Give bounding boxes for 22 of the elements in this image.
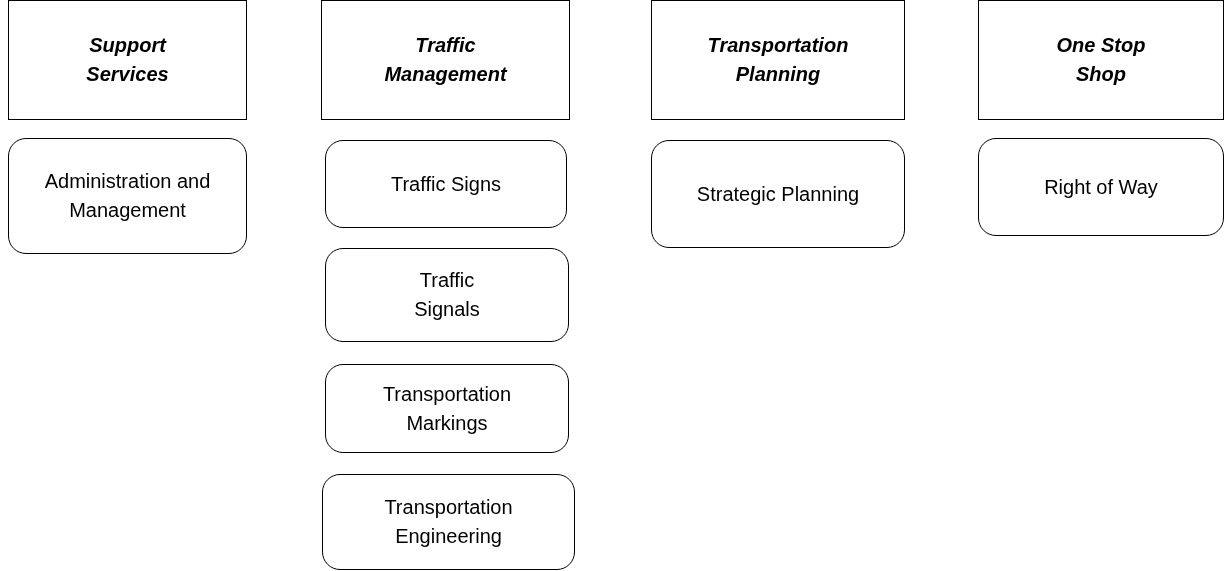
section-header-box bbox=[8, 0, 247, 120]
unit-box bbox=[325, 140, 567, 228]
section-header-box bbox=[651, 0, 905, 120]
unit-box bbox=[325, 248, 569, 342]
unit-name: Transportation Engineering bbox=[383, 495, 514, 549]
unit-name: Traffic Signals bbox=[413, 268, 481, 322]
section-title: Transportation Planning bbox=[706, 33, 850, 87]
unit-box bbox=[651, 140, 905, 248]
unit-box bbox=[322, 474, 575, 570]
unit-box bbox=[8, 138, 247, 254]
unit-box bbox=[325, 364, 569, 453]
section-title: Support Services bbox=[85, 33, 170, 87]
unit-name: Traffic Signs bbox=[390, 171, 501, 197]
section-header-box bbox=[321, 0, 570, 120]
unit-name: Administration and Management bbox=[43, 169, 212, 223]
section-title: Traffic Management bbox=[383, 33, 509, 87]
unit-box bbox=[978, 138, 1224, 236]
unit-name: Transportation Markings bbox=[381, 381, 513, 436]
section-title: One Stop Shop bbox=[1055, 33, 1147, 87]
unit-name: Strategic Planning bbox=[696, 181, 860, 207]
unit-name: Right of Way bbox=[1044, 174, 1158, 200]
section-header-box bbox=[978, 0, 1224, 120]
